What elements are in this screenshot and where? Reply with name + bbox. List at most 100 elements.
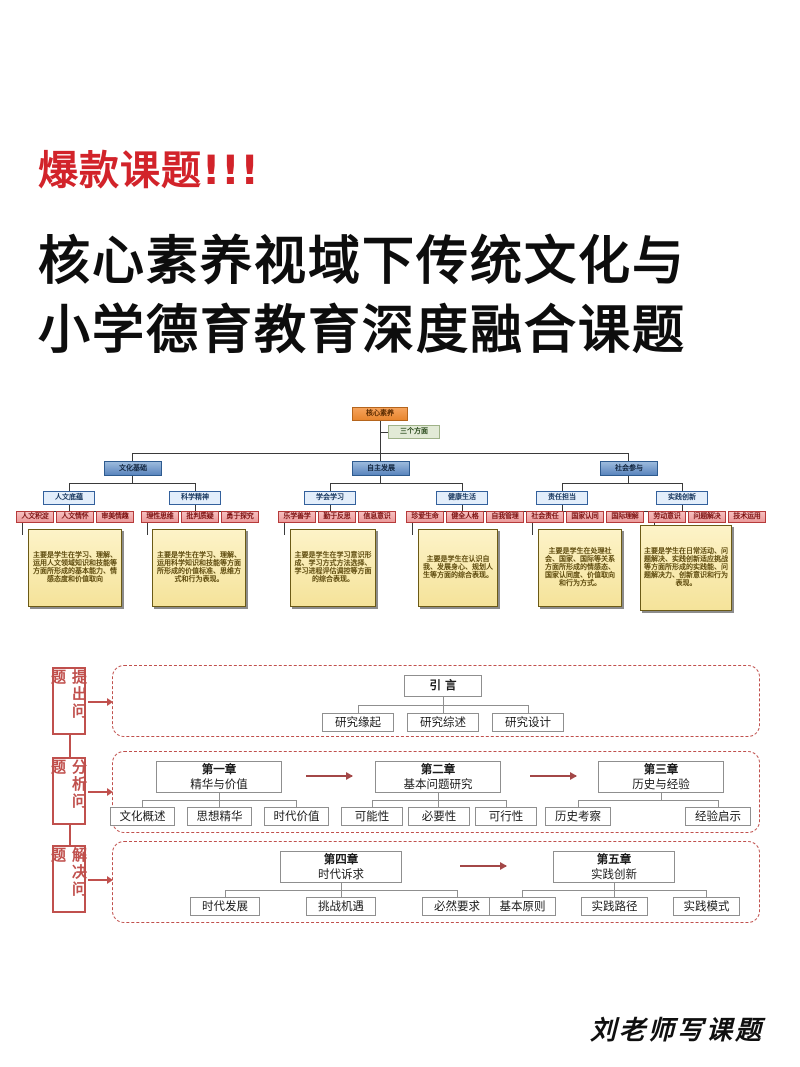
connector bbox=[562, 505, 563, 512]
connector bbox=[578, 800, 579, 808]
box-chapter-1: 第一章 精华与价值 bbox=[156, 761, 282, 794]
connector bbox=[628, 453, 629, 462]
connector bbox=[438, 793, 439, 801]
chapter-4-num: 第四章 bbox=[323, 851, 359, 866]
connector bbox=[412, 523, 413, 536]
research-structure-diagram: 提出问题 分析问题 解决问题 引 言 研究缘起 研究综述 研究设计 第一章 精华… bbox=[0, 661, 800, 961]
connector bbox=[341, 890, 342, 898]
box-chapter-5-child: 基本原则 bbox=[489, 897, 556, 917]
connector bbox=[380, 432, 388, 434]
connector bbox=[718, 800, 719, 808]
box-chapter-2-child: 可行性 bbox=[475, 807, 537, 827]
node-level2-2: 社会参与 bbox=[600, 461, 658, 477]
box-chapter-4-child: 必然要求 bbox=[422, 897, 492, 917]
node-leaf: 自我管理 bbox=[486, 511, 524, 524]
chapter-5-num: 第五章 bbox=[596, 851, 632, 866]
desc-box-1: 主要是学生在学习、理解、运用科学知识和技能等方面所形成的价值标准、思维方式和行为… bbox=[152, 529, 246, 608]
node-level3-0: 人文底蕴 bbox=[43, 491, 95, 506]
connector bbox=[522, 890, 523, 898]
box-intro-child: 研究缘起 bbox=[322, 713, 394, 733]
stage-to-panel-arrow bbox=[88, 877, 113, 883]
node-leaf: 国家认同 bbox=[566, 511, 604, 524]
desc-box-3: 主要是学生在认识自我、发展身心、规划人生等方面的综合表现。 bbox=[418, 529, 498, 608]
core-competency-diagram: 核心素养 三个方面 文化基础 自主发展 社会参与 人文底蕴 科学精神 学会学习 … bbox=[0, 399, 800, 639]
connector bbox=[614, 883, 615, 891]
stage-to-panel-arrow bbox=[88, 699, 113, 705]
connector bbox=[132, 453, 133, 462]
chapter-4-name: 时代诉求 bbox=[318, 867, 364, 882]
box-chapter-2-child: 必要性 bbox=[408, 807, 470, 827]
node-leaf: 劳动意识 bbox=[648, 511, 686, 524]
node-leaf: 人文情怀 bbox=[56, 511, 94, 524]
node-leaf: 勤于反思 bbox=[318, 511, 356, 524]
node-leaf: 审美情趣 bbox=[96, 511, 134, 524]
desc-box-0: 主要是学生在学习、理解、运用人文领域知识和技能等方面所形成的基本能力、情感态度和… bbox=[28, 529, 122, 608]
box-chapter-5-child: 实践路径 bbox=[581, 897, 648, 917]
box-introduction: 引 言 bbox=[404, 675, 482, 698]
connector bbox=[219, 800, 220, 808]
connector bbox=[69, 483, 70, 492]
connector bbox=[330, 483, 462, 485]
connector bbox=[380, 421, 381, 454]
node-leaf: 问题解决 bbox=[688, 511, 726, 524]
node-level3-3: 健康生活 bbox=[436, 491, 488, 506]
box-chapter-3-child: 经验启示 bbox=[685, 807, 751, 827]
box-intro-child: 研究综述 bbox=[407, 713, 479, 733]
box-chapter-3-child: 历史考察 bbox=[545, 807, 611, 827]
node-leaf: 珍爱生命 bbox=[406, 511, 444, 524]
connector bbox=[195, 505, 196, 512]
connector bbox=[443, 705, 444, 714]
chapter-2-num: 第二章 bbox=[420, 761, 456, 776]
connector bbox=[147, 523, 148, 536]
connector bbox=[562, 483, 682, 485]
panel-introduction bbox=[112, 665, 760, 738]
connector bbox=[225, 890, 226, 898]
box-chapter-4: 第四章 时代诉求 bbox=[280, 851, 402, 884]
connector bbox=[661, 793, 662, 801]
box-chapter-4-child: 挑战机遇 bbox=[306, 897, 376, 917]
connector bbox=[142, 800, 143, 808]
node-leaf: 信息意识 bbox=[358, 511, 396, 524]
connector bbox=[219, 793, 220, 801]
chapter-1-name: 精华与价值 bbox=[190, 777, 248, 792]
connector bbox=[132, 476, 133, 484]
connector bbox=[195, 483, 196, 492]
node-leaf: 人文积淀 bbox=[16, 511, 54, 524]
connector bbox=[358, 705, 359, 714]
node-leaf: 批判质疑 bbox=[181, 511, 219, 524]
connector bbox=[372, 800, 373, 808]
chapter-2-name: 基本问题研究 bbox=[403, 777, 473, 792]
node-root: 核心素养 bbox=[352, 407, 408, 422]
connector bbox=[380, 453, 381, 462]
node-leaf: 国际理解 bbox=[606, 511, 644, 524]
node-level2-1: 自主发展 bbox=[352, 461, 410, 477]
connector bbox=[372, 800, 506, 802]
chapter-3-name: 历史与经验 bbox=[632, 777, 690, 792]
signature-text: 刘老师写课题 bbox=[589, 1016, 764, 1046]
connector bbox=[562, 483, 563, 492]
box-chapter-1-child: 思想精华 bbox=[187, 807, 252, 827]
connector bbox=[22, 523, 23, 536]
panel-solution bbox=[112, 841, 760, 924]
node-leaf: 勇于探究 bbox=[221, 511, 259, 524]
connector bbox=[706, 890, 707, 898]
connector bbox=[380, 476, 381, 484]
desc-box-4: 主要是学生在处理社会、国家、国际等关系方面所形成的情感态、国家认同度、价值取向和… bbox=[538, 529, 622, 608]
connector bbox=[462, 505, 463, 512]
connector bbox=[330, 483, 331, 492]
node-root-branch-label: 三个方面 bbox=[388, 425, 440, 440]
box-chapter-2: 第二章 基本问题研究 bbox=[375, 761, 501, 794]
connector bbox=[341, 883, 342, 891]
box-chapter-2-child: 可能性 bbox=[341, 807, 403, 827]
node-level3-5: 实践创新 bbox=[656, 491, 708, 506]
page-title: 核心素养视域下传统文化与 小学德育教育深度融合课题 bbox=[38, 228, 800, 365]
box-chapter-1-child: 文化概述 bbox=[110, 807, 175, 827]
connector bbox=[506, 800, 507, 808]
desc-box-5: 主要是学生在日常活动、问题解决、实践创新适应挑战等方面所形成的实践能、问题解决力… bbox=[640, 525, 732, 612]
node-leaf: 理性思维 bbox=[141, 511, 179, 524]
chapter-3-num: 第三章 bbox=[643, 761, 679, 776]
desc-box-2: 主要是学生在学习意识形成、学习方式方法选择、学习进程评估调控等方面的综合表现。 bbox=[290, 529, 376, 608]
connector bbox=[438, 800, 439, 808]
box-chapter-4-child: 时代发展 bbox=[190, 897, 260, 917]
title-line-1: 核心素养视域下传统文化与 bbox=[38, 232, 687, 292]
